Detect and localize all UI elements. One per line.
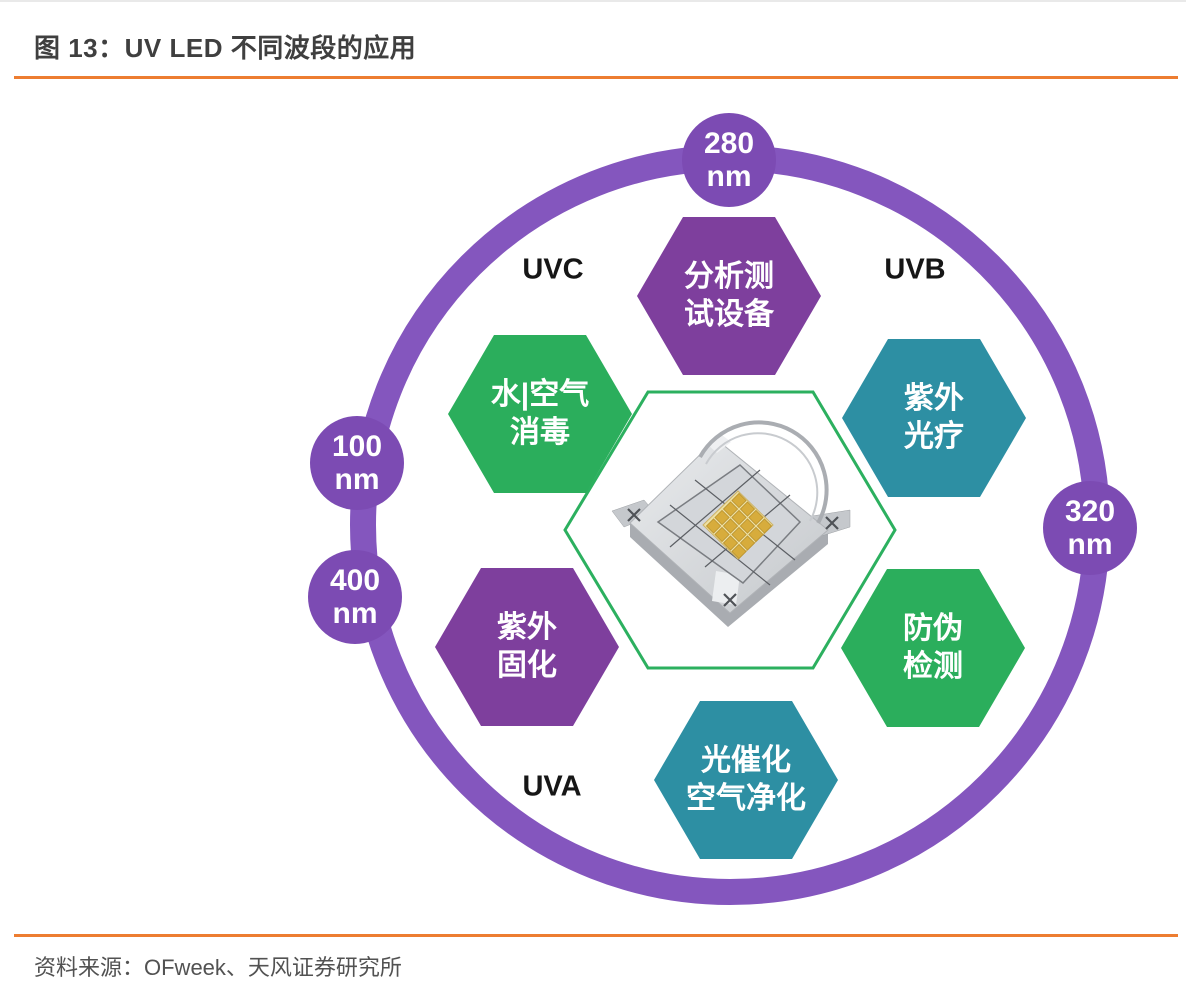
wavelength-value: 100 — [331, 430, 383, 463]
band-label-uva: UVA — [522, 770, 582, 803]
app-label-line: 检测 — [903, 650, 963, 683]
bottom-rule — [14, 934, 1178, 937]
source-caption: 资料来源：OFweek、天风证券研究所 — [34, 955, 402, 980]
wavelength-marker-400nm: 400 nm — [308, 550, 402, 644]
wavelength-unit: nm — [1067, 528, 1113, 561]
app-label-line: 紫外 — [904, 382, 964, 415]
band-label-uvc: UVC — [522, 253, 584, 286]
figure-title: 图 13：UV LED 不同波段的应用 — [34, 33, 417, 63]
app-hexagon-photocatalytic-air-purification: 光催化 空气净化 — [654, 701, 838, 859]
wavelength-marker-320nm: 320 nm — [1043, 481, 1137, 575]
wavelength-value: 400 — [329, 564, 381, 597]
screw-icon — [627, 508, 839, 607]
app-label-line: 防伪 — [903, 612, 963, 645]
app-label-line: 水|空气 — [490, 378, 590, 411]
wavelength-value: 320 — [1064, 495, 1116, 528]
app-label-line: 空气净化 — [686, 782, 806, 815]
uv-led-package-image — [611, 420, 851, 627]
wavelength-unit: nm — [706, 160, 752, 193]
app-label-line: 紫外 — [497, 611, 557, 644]
app-hexagon-analysis-test-equipment: 分析测 试设备 — [637, 217, 821, 375]
title-rule — [14, 76, 1178, 79]
app-hexagon-anticounterfeit-detection: 防伪 检测 — [841, 569, 1025, 727]
app-label-line: 试设备 — [684, 298, 774, 331]
app-label-line: 消毒 — [510, 416, 570, 449]
app-hexagon-uv-curing: 紫外 固化 — [435, 568, 619, 726]
wavelength-unit: nm — [332, 597, 378, 630]
app-label-line: 光催化 — [701, 744, 791, 777]
app-label-line: 固化 — [497, 649, 557, 682]
wavelength-marker-280nm: 280 nm — [682, 113, 776, 207]
app-label-line: 光疗 — [904, 420, 964, 453]
wavelength-unit: nm — [334, 463, 380, 496]
wavelength-marker-100nm: 100 nm — [310, 416, 404, 510]
app-hexagon-uv-phototherapy: 紫外 光疗 — [842, 339, 1026, 497]
page-top-edge — [0, 0, 1186, 2]
wavelength-value: 280 — [703, 127, 755, 160]
center-hexagon — [563, 390, 897, 670]
app-label-line: 分析测 — [684, 260, 774, 293]
band-label-uvb: UVB — [884, 253, 946, 286]
